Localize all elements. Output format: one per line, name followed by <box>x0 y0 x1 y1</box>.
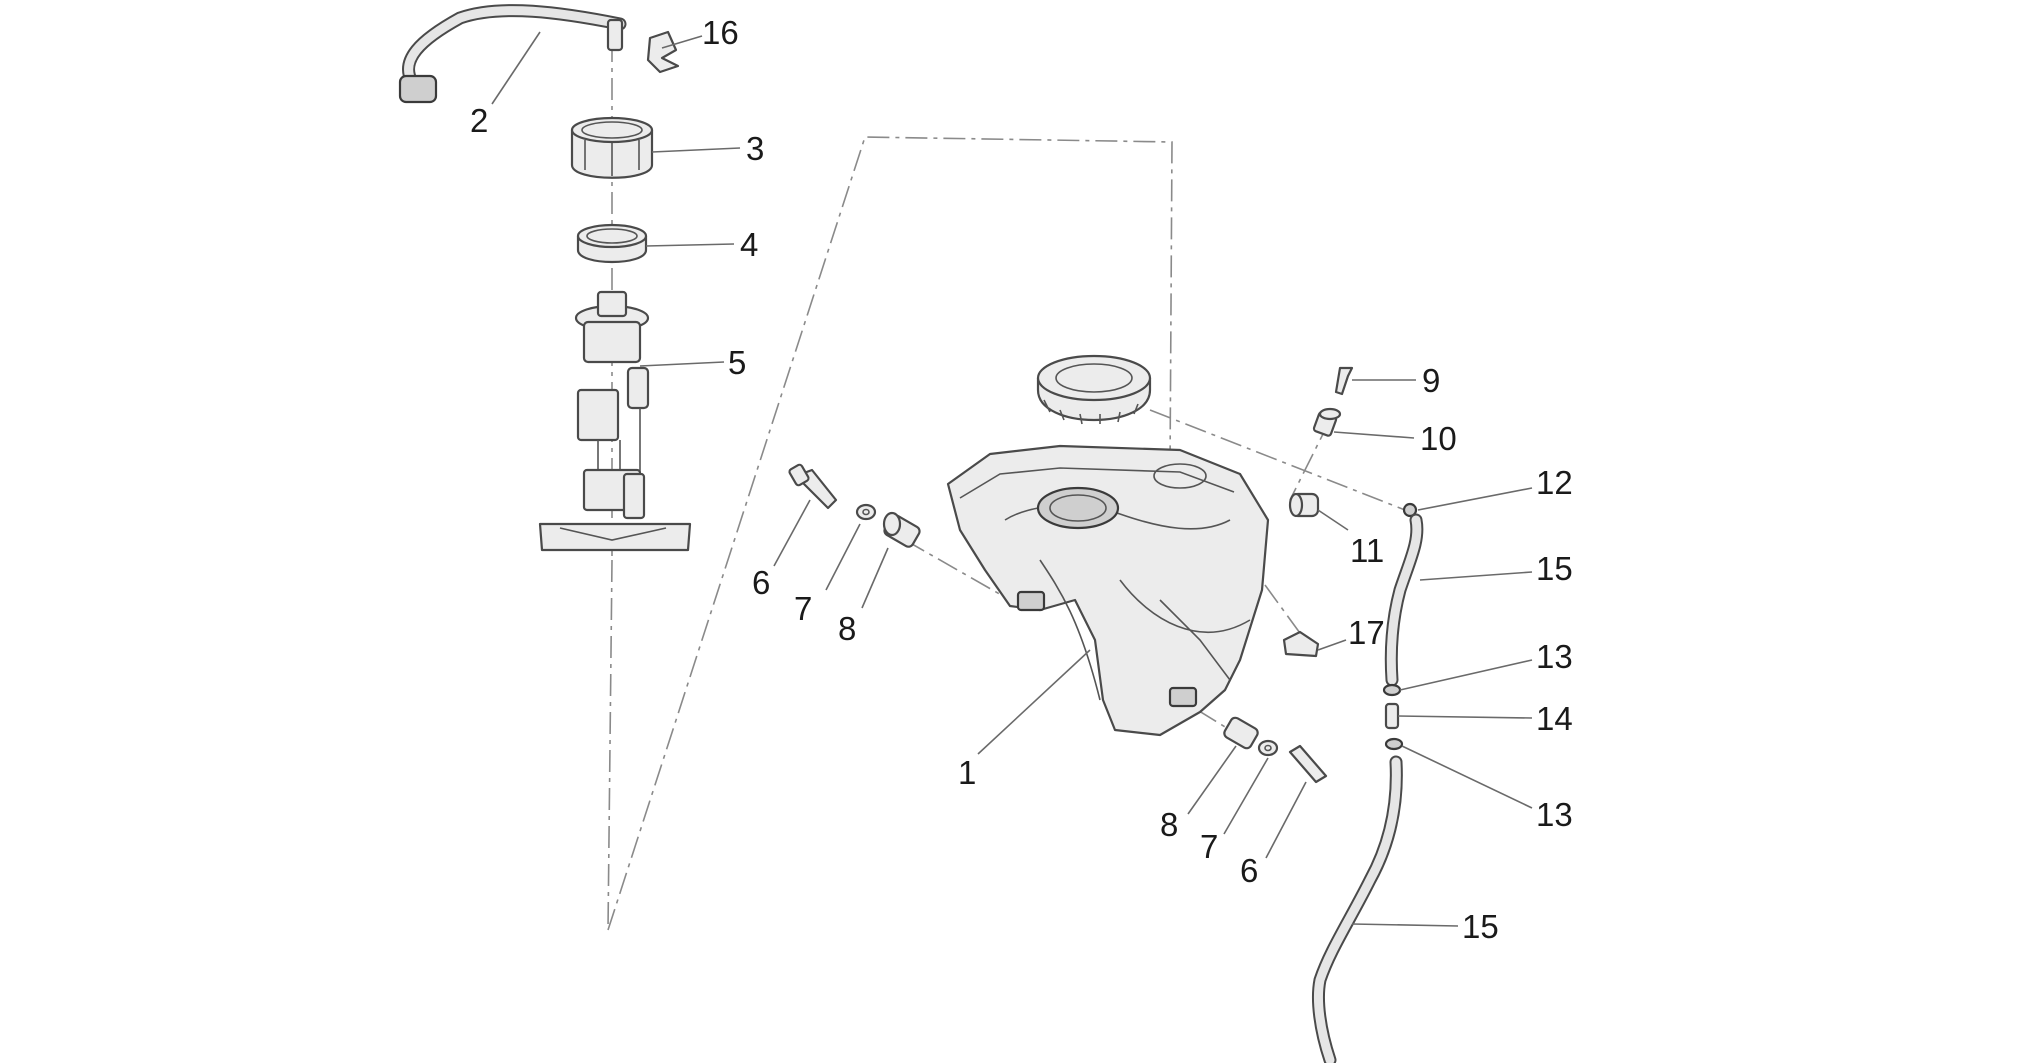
ring-nut-part-3 <box>570 116 654 179</box>
clip-part-16 <box>646 30 680 74</box>
seal-ring-part-4 <box>576 223 648 264</box>
clamp-part-13-upper <box>1382 683 1402 697</box>
bolt-part-6-left <box>788 463 838 510</box>
vent-hose-part-15-lower <box>1312 755 1403 1063</box>
pin-part-9 <box>1334 366 1354 396</box>
callout-6-right: 6 <box>1240 852 1258 889</box>
callout-17: 17 <box>1348 614 1385 651</box>
callout-11: 11 <box>1350 532 1384 569</box>
callout-3: 3 <box>746 130 764 167</box>
callout-labels: 16 2 3 4 5 9 10 12 11 15 6 7 8 17 13 14 … <box>470 14 1573 945</box>
washer-part-7-right <box>1257 739 1279 757</box>
callout-8-left: 8 <box>838 610 856 647</box>
callout-14: 14 <box>1536 700 1573 737</box>
clamp-part-12 <box>1402 502 1418 518</box>
callout-2: 2 <box>470 102 488 139</box>
callout-7-left: 7 <box>794 590 812 627</box>
spacer-part-8-right <box>1223 716 1259 750</box>
fuel-pump-part-5 <box>538 290 692 552</box>
callout-5: 5 <box>728 344 746 381</box>
callout-9: 9 <box>1422 362 1440 399</box>
callout-15-lower: 15 <box>1462 908 1499 945</box>
callout-4: 4 <box>740 226 758 263</box>
bracket-part-17 <box>1282 630 1320 658</box>
bolt-part-6-right <box>1288 744 1328 784</box>
callout-1: 1 <box>958 754 976 791</box>
washer-part-7-left <box>855 503 877 521</box>
grommet-part-10 <box>1312 407 1342 437</box>
rubber-mount-part-11 <box>1288 492 1320 518</box>
callout-7-right: 7 <box>1200 828 1218 865</box>
filler-flange-ring <box>1036 354 1152 425</box>
spacer-part-8-left <box>882 511 921 548</box>
fuel-tank-part-1 <box>946 444 1270 737</box>
callout-8-right: 8 <box>1160 806 1178 843</box>
connector-part-14 <box>1384 702 1400 730</box>
callout-6-left: 6 <box>752 564 770 601</box>
callout-16: 16 <box>702 14 739 51</box>
callout-15-upper: 15 <box>1536 550 1573 587</box>
callout-12: 12 <box>1536 464 1573 501</box>
clamp-part-13-lower <box>1384 737 1404 751</box>
fuel-hose-part-2 <box>398 4 627 104</box>
callout-10: 10 <box>1420 420 1457 457</box>
callout-13-lower: 13 <box>1536 796 1573 833</box>
leader-lines <box>491 31 1533 927</box>
vent-hose-part-15-upper <box>1384 513 1424 687</box>
callout-13-upper: 13 <box>1536 638 1573 675</box>
